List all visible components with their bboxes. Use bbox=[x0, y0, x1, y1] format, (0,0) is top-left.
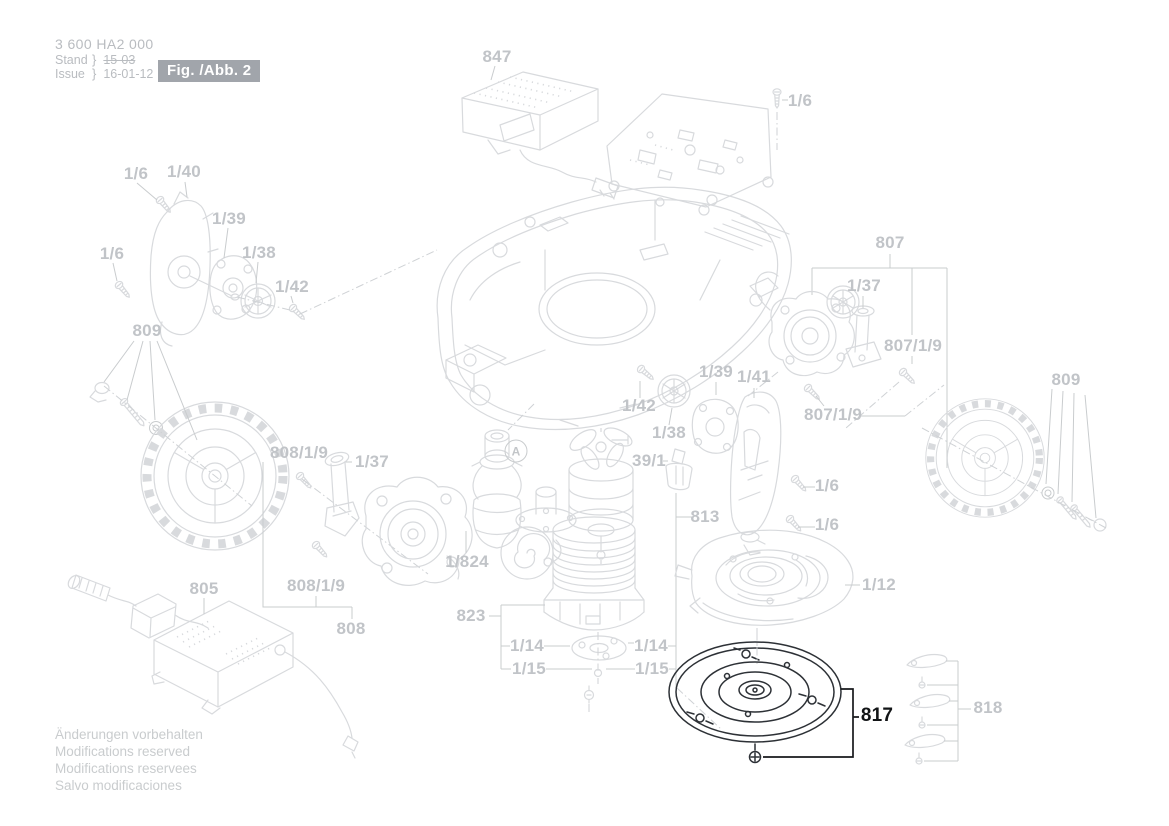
issue-value: 16-01-12 bbox=[103, 66, 154, 81]
detail-marker-a: A bbox=[504, 439, 528, 463]
pcb-assembly-drawing bbox=[606, 88, 788, 216]
issue-row: Issue } 16-01-12 bbox=[55, 66, 154, 81]
left-mudguard-group-drawing bbox=[112, 181, 438, 347]
footer-line: Modifications reserved bbox=[55, 744, 191, 759]
mulch-cover-drawing bbox=[674, 529, 860, 646]
caster-assemblies-drawing bbox=[465, 403, 577, 580]
left-wheel-group-drawing bbox=[89, 340, 289, 550]
brace-glyph: } bbox=[92, 52, 97, 67]
power-supply-805-drawing bbox=[67, 574, 359, 759]
stand-label: Stand bbox=[55, 52, 88, 67]
control-module-847-drawing bbox=[461, 65, 619, 200]
chassis-drawing bbox=[436, 186, 792, 431]
right-wheel-group-drawing bbox=[921, 388, 1107, 532]
footer-line: Salvo modificaciones bbox=[55, 778, 182, 793]
blade-motor-drawing bbox=[568, 427, 634, 564]
bracket-lines-823-813 bbox=[489, 493, 723, 731]
screw-housing-823-drawing bbox=[543, 516, 645, 631]
figure-badge: Fig. /Abb. 2 bbox=[158, 60, 261, 82]
right-screws-drawing bbox=[784, 473, 815, 535]
swing-arm-drawing bbox=[715, 382, 782, 556]
brace-glyph: } bbox=[92, 66, 97, 81]
document-number: 3 600 HA2 000 bbox=[55, 36, 154, 52]
footer-line: Änderungen vorbehalten bbox=[55, 727, 203, 742]
stand-row: Stand } 15-03 bbox=[55, 52, 154, 67]
stand-value: 15-03 bbox=[103, 52, 136, 67]
flange-and-screws-drawing bbox=[544, 632, 635, 712]
cutting-disc-817-drawing bbox=[668, 632, 859, 764]
right-motor-assembly-807-drawing bbox=[747, 254, 948, 468]
spare-blades-818-drawing bbox=[904, 653, 971, 765]
title-block: 3 600 HA2 000 Stand } 15-03 Issue } 16-0… bbox=[55, 36, 154, 81]
issue-label: Issue bbox=[55, 66, 85, 81]
gear-motor-808-group-drawing bbox=[262, 451, 473, 619]
footer-line: Modifications reservees bbox=[55, 761, 197, 776]
center-small-parts-drawing bbox=[635, 363, 739, 491]
